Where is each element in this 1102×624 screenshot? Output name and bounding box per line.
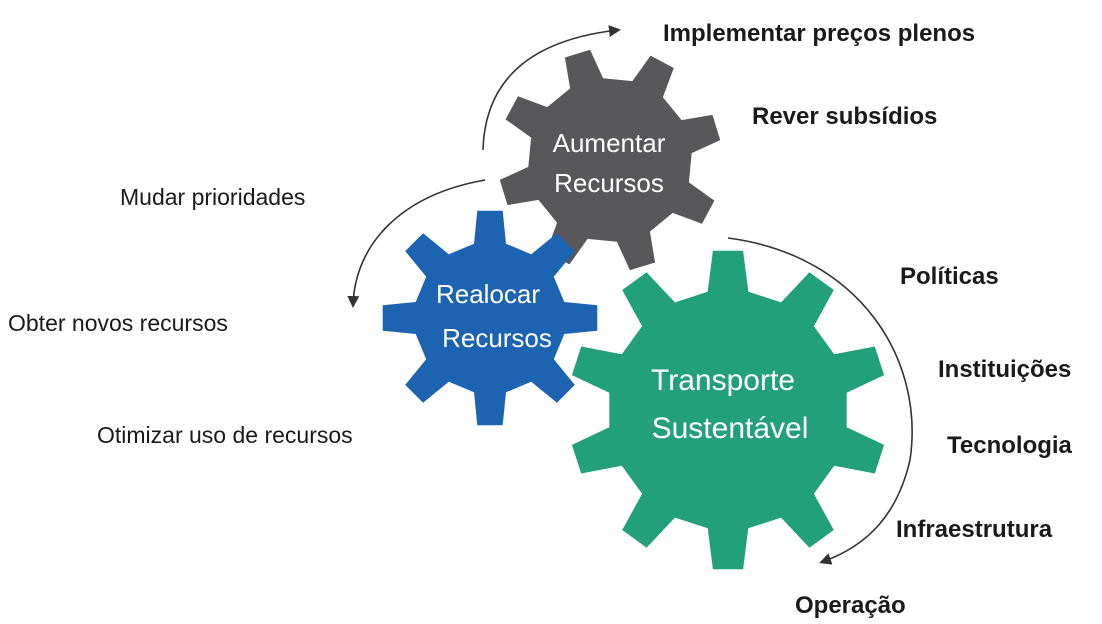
label-obter-novos-recursos: Obter novos recursos: [8, 310, 228, 336]
gear-aumentar-recursos: Aumentar Recursos: [499, 49, 721, 271]
label-mudar-prioridades: Mudar prioridades: [120, 184, 305, 210]
label-implementar-precos: Implementar preços plenos: [663, 20, 975, 47]
gear-aumentar-line2: Recursos: [554, 168, 664, 198]
gear-transporte-shape: [571, 250, 885, 570]
arrow-top: [482, 25, 621, 151]
arrow-right: [727, 237, 913, 565]
label-operacao: Operação: [795, 592, 906, 619]
label-politicas: Políticas: [900, 263, 999, 290]
gear-realocar-recursos: Realocar Recursos: [382, 210, 598, 426]
gear-realocar-line1: Realocar: [436, 279, 540, 309]
gear-transporte-line1: Transporte: [651, 364, 795, 397]
gear-realocar-line2: Recursos: [442, 323, 552, 353]
gear-realocar-shape: [382, 210, 598, 426]
arrow-left: [347, 179, 486, 308]
label-instituicoes: Instituições: [938, 356, 1071, 383]
label-infraestrutura: Infraestrutura: [896, 516, 1053, 543]
gear-aumentar-line1: Aumentar: [553, 128, 666, 158]
gear-transporte-sustentavel: Transporte Sustentável: [571, 250, 885, 570]
label-rever-subsidios: Rever subsídios: [752, 103, 937, 130]
label-otimizar-uso: Otimizar uso de recursos: [97, 422, 353, 448]
gear-aumentar-shape: [499, 49, 721, 271]
gear-transporte-line2: Sustentável: [652, 412, 809, 445]
label-tecnologia: Tecnologia: [947, 432, 1073, 459]
